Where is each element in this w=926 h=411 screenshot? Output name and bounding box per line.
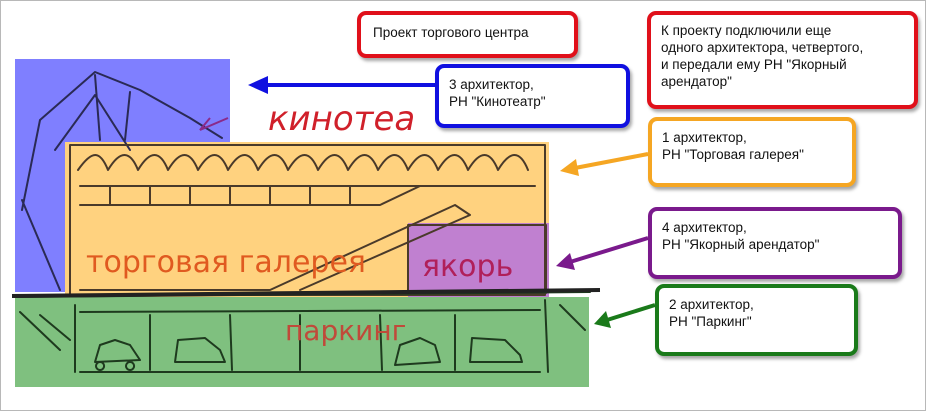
arrow-architect-3	[248, 76, 435, 94]
arrow-architect-2	[594, 303, 656, 328]
arrow-architect-1	[560, 152, 649, 176]
title-text: Проект торгового центра	[373, 25, 529, 40]
architect-3-line1: 3 архитектор,	[449, 77, 534, 92]
note-box: К проекту подключили еще одного архитект…	[647, 11, 918, 109]
parking-label: паркинг	[285, 314, 406, 347]
title-box: Проект торгового центра	[357, 11, 578, 58]
architect-4-box: 4 архитектор, РН "Якорный арендатор"	[648, 207, 902, 279]
arrow-architect-4	[556, 236, 649, 270]
architect-2-line1: 2 архитектор,	[669, 297, 754, 312]
architect-3-box: 3 архитектор, РН "Кинотеатр"	[435, 64, 630, 128]
cinema-label: кинотеа	[268, 99, 415, 139]
note-line: одного архитектора, четвертого,	[661, 40, 864, 55]
gallery-outline	[69, 144, 547, 296]
gallery-label: торговая галерея	[86, 245, 366, 280]
anchor-zone	[408, 223, 549, 300]
architect-2-line2: РН "Паркинг"	[669, 314, 752, 329]
architect-1-line1: 1 архитектор,	[662, 130, 747, 145]
note-line: К проекту подключили еще	[661, 23, 832, 38]
architect-1-line2: РН "Торговая галерея"	[662, 147, 804, 162]
architect-4-line2: РН "Якорный арендатор"	[662, 237, 820, 252]
cinema-outline	[21, 71, 223, 291]
note-line: и передали ему РН "Якорный	[661, 57, 847, 72]
architect-1-box: 1 архитектор, РН "Торговая галерея"	[648, 117, 856, 187]
architect-4-line1: 4 архитектор,	[662, 220, 747, 235]
architect-3-line2: РН "Кинотеатр"	[449, 94, 546, 109]
ground-line	[11, 288, 601, 298]
note-line: арендатор"	[661, 74, 732, 89]
anchor-label: якорь	[422, 249, 513, 284]
cinema-pointer	[199, 117, 229, 131]
architect-2-box: 2 архитектор, РН "Паркинг"	[655, 284, 858, 356]
